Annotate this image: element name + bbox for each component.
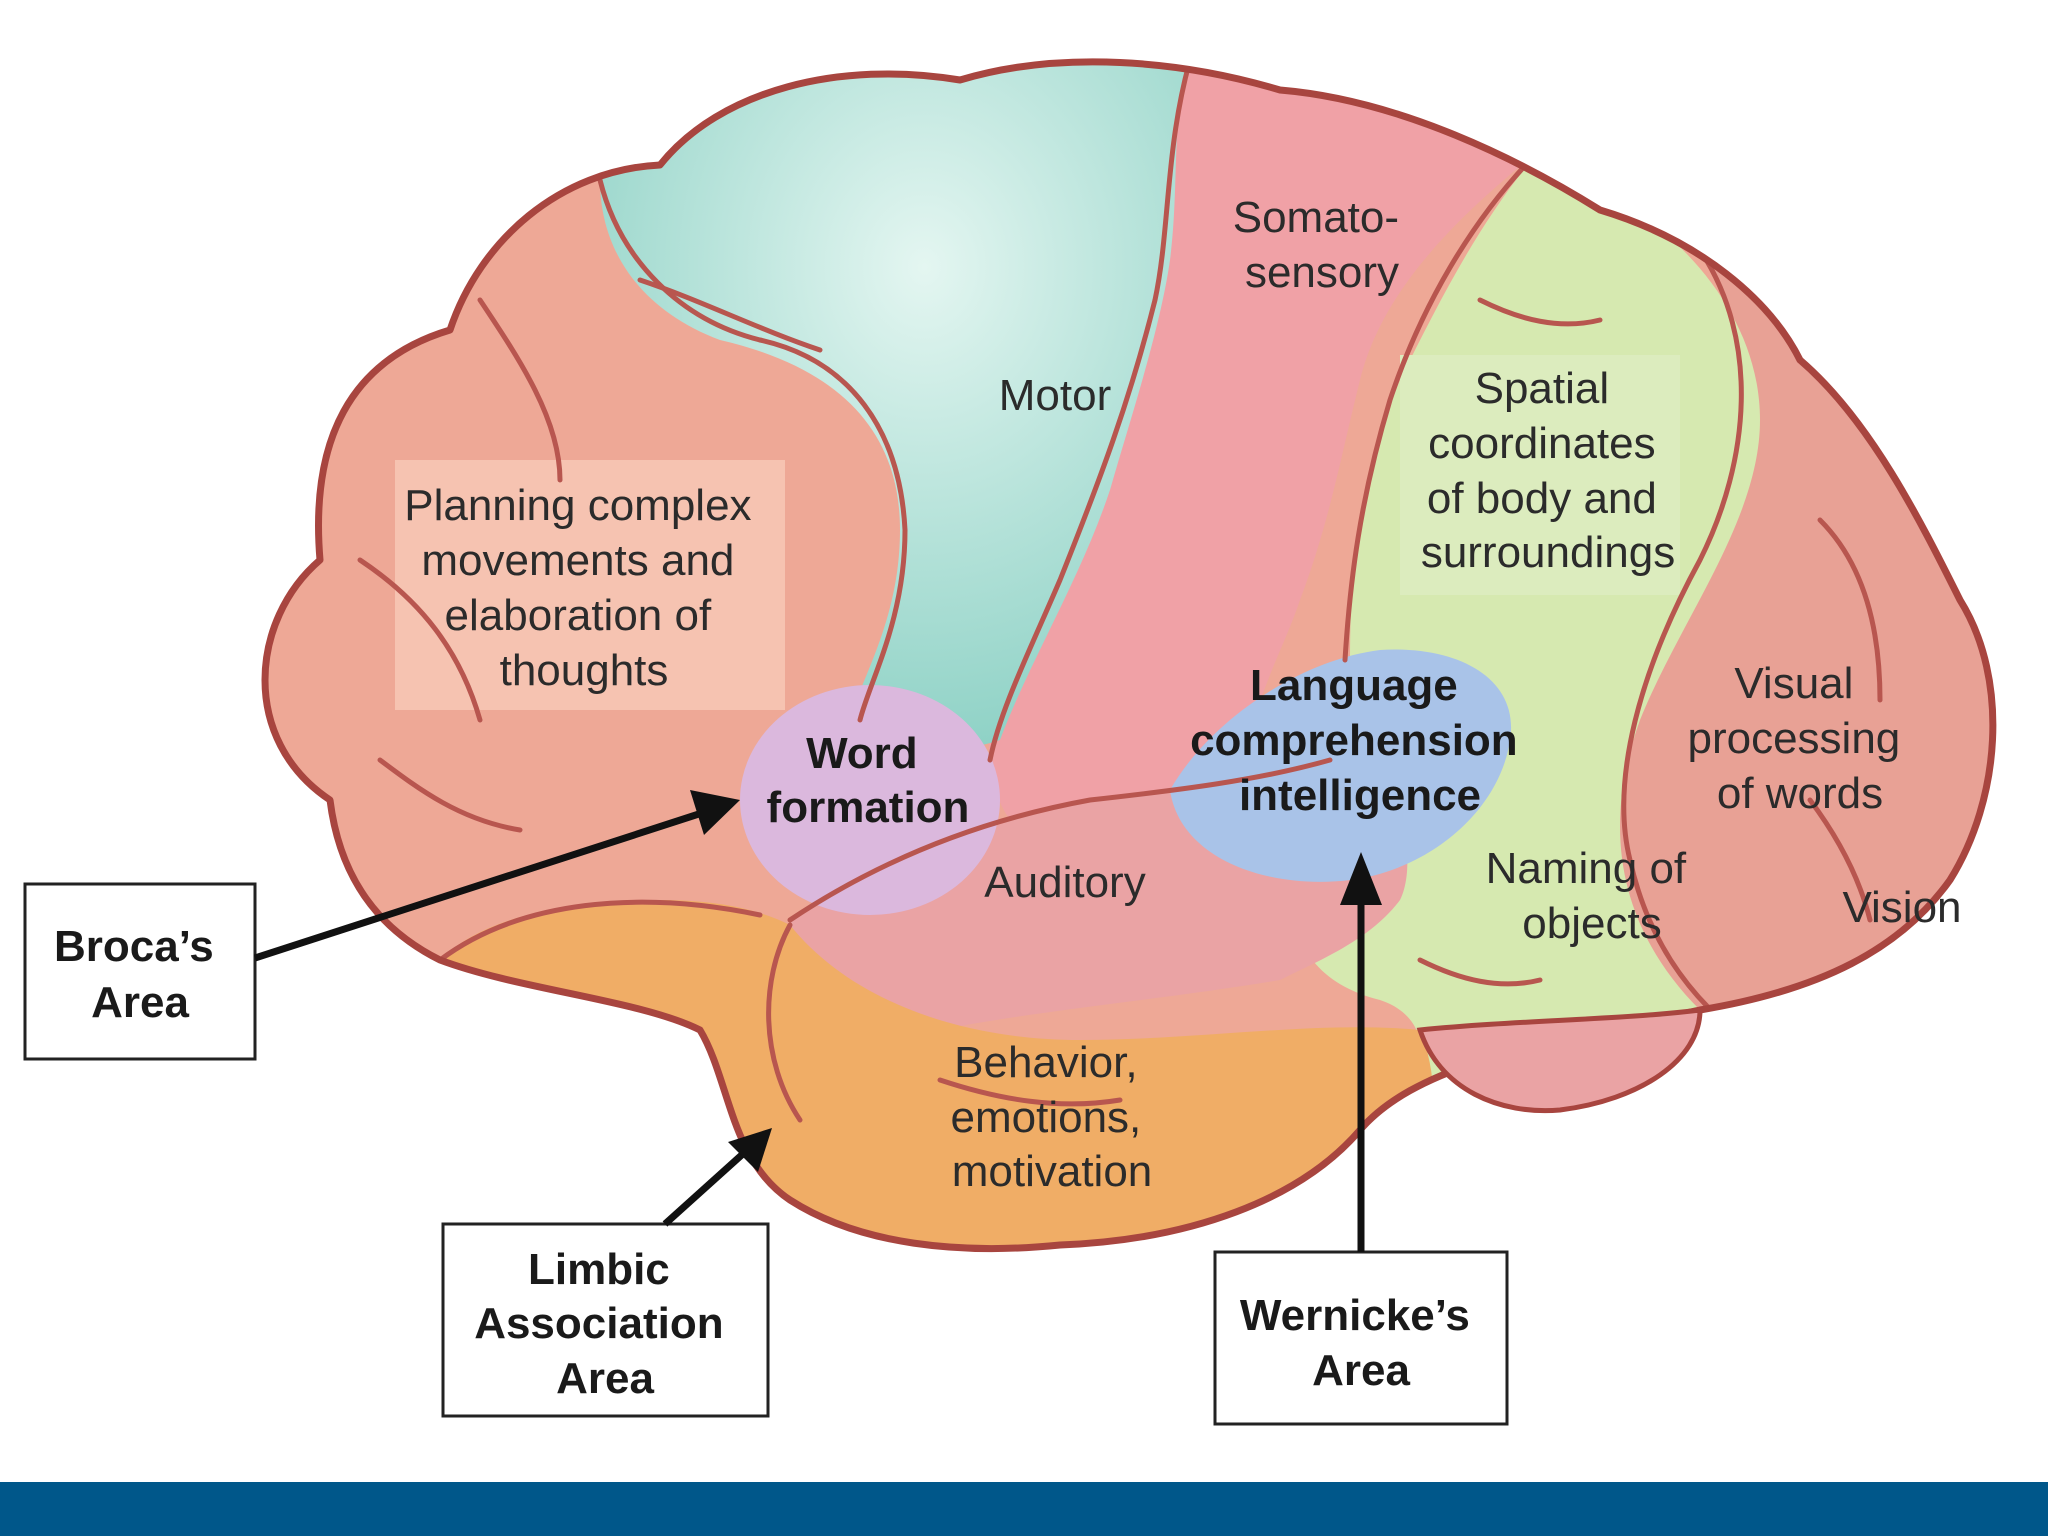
limbic-label-box xyxy=(441,1222,770,1418)
broca-arrowhead xyxy=(690,790,740,835)
somatosensory-cortex xyxy=(989,61,1540,820)
broca-label: Broca’s Area xyxy=(54,922,226,1027)
footer-bar xyxy=(0,1482,2048,1536)
motor-cortex xyxy=(600,61,1190,751)
label-vision: Vision xyxy=(1842,883,1961,932)
callout-broca: Broca’s Area xyxy=(23,790,740,1061)
spatial-panel xyxy=(1400,355,1680,595)
label-naming: Naming of objects xyxy=(1486,844,1699,948)
limbic-arrowhead xyxy=(728,1128,772,1172)
callout-limbic: Limbic Association Area xyxy=(441,1128,772,1418)
label-motor: Motor xyxy=(999,371,1111,420)
broca-region xyxy=(740,685,1000,915)
limbic-arrow-line xyxy=(662,1149,748,1227)
label-visual-words: Visual processing of words xyxy=(1687,659,1912,818)
label-auditory: Auditory xyxy=(984,858,1145,907)
region-labels: Motor Somato- sensory Spatial coordinate… xyxy=(404,193,1961,1196)
label-spatial: Spatial coordinates of body and surround… xyxy=(1421,364,1675,577)
label-somatosensory: Somato- sensory xyxy=(1233,193,1412,297)
broca-label-box xyxy=(23,882,257,1061)
broca-arrow-line xyxy=(253,808,707,962)
wernicke-arrowhead xyxy=(1340,852,1382,905)
wernicke-label: Wernicke’s Area xyxy=(1240,1291,1482,1395)
callout-wernicke: Wernicke’s Area xyxy=(1213,852,1509,1426)
sulci xyxy=(357,61,1883,1123)
cerebellum xyxy=(1416,1007,1703,1114)
wernicke-label-box xyxy=(1213,1250,1509,1426)
callouts: Broca’s Area Limbic Association Area Wer… xyxy=(23,790,1509,1426)
brain-outline xyxy=(261,58,1997,1253)
label-planning: Planning complex movements and elaborati… xyxy=(404,481,764,695)
wernicke-region xyxy=(1170,649,1512,882)
label-language: Language comprehension intelligence xyxy=(1190,661,1530,820)
brain-diagram: Motor Somato- sensory Spatial coordinate… xyxy=(23,58,1997,1426)
limbic-label: Limbic Association Area xyxy=(474,1245,736,1403)
label-behavior: Behavior, emotions, motivation xyxy=(951,1038,1154,1196)
label-word-formation: Word formation xyxy=(767,729,970,832)
